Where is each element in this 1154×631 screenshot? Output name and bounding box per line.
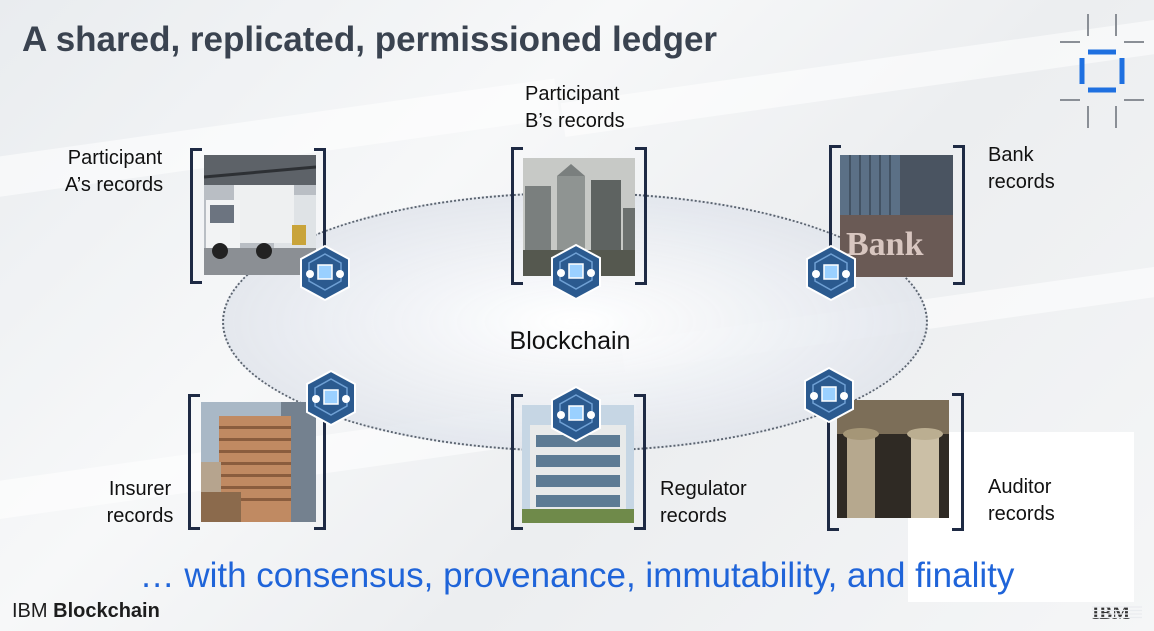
blockchain-node-icon <box>300 244 350 302</box>
bank-photo: Bank <box>840 155 953 277</box>
record-bracket-left <box>511 147 523 285</box>
blockchain-node-icon <box>551 243 601 301</box>
participant-a-photo <box>204 155 316 275</box>
label-line: Participant <box>67 147 163 169</box>
participant-a-label: Participant A’s records <box>60 145 170 199</box>
record-bracket-right <box>953 145 965 285</box>
blockchain-node-icon <box>804 366 854 424</box>
blockchain-node-icon <box>551 385 601 443</box>
regulator-label: Regulator records <box>660 476 747 530</box>
label-line: records <box>660 505 727 527</box>
record-bracket-left <box>511 394 523 530</box>
bank-sign-text: Bank <box>846 226 924 263</box>
label-line: B’s records <box>525 110 625 132</box>
label-line: records <box>106 505 174 527</box>
brand-prefix: IBM <box>12 600 48 622</box>
label-line: Bank <box>988 144 1034 166</box>
auditor-label: Auditor records <box>988 474 1055 528</box>
record-bracket-left <box>188 394 200 530</box>
insurer-label: Insurer records <box>100 476 180 530</box>
label-line: A’s records <box>64 174 164 196</box>
brand-name: Blockchain <box>53 600 160 622</box>
participant-b-label: Participant B’s records <box>525 81 625 135</box>
label-line: Participant <box>525 83 620 105</box>
record-bracket-right <box>634 394 646 530</box>
ibm-logo-text: IBM <box>1092 603 1130 622</box>
slide-title: A shared, replicated, permissioned ledge… <box>22 20 718 59</box>
blockchain-logo-icon <box>1060 14 1144 128</box>
auditor-photo <box>837 400 949 518</box>
blockchain-node-icon <box>306 369 356 427</box>
label-line: records <box>988 503 1055 525</box>
label-line: records <box>988 171 1055 193</box>
blockchain-node-icon <box>806 244 856 302</box>
tagline: … with consensus, provenance, immutabili… <box>139 556 1015 595</box>
insurer-photo <box>201 402 316 522</box>
record-bracket-right <box>952 393 964 531</box>
record-bracket-left <box>190 148 202 284</box>
bank-label: Bank records <box>988 142 1055 196</box>
label-line: Regulator <box>660 478 747 500</box>
label-line: Insurer <box>108 478 172 500</box>
footer-brand: IBM Blockchain <box>12 600 160 623</box>
label-line: Auditor <box>988 476 1052 498</box>
record-bracket-right <box>635 147 647 285</box>
blockchain-label: Blockchain <box>509 327 631 355</box>
regulator-photo <box>522 405 634 523</box>
ibm-logo-icon: IBM <box>1092 603 1142 622</box>
